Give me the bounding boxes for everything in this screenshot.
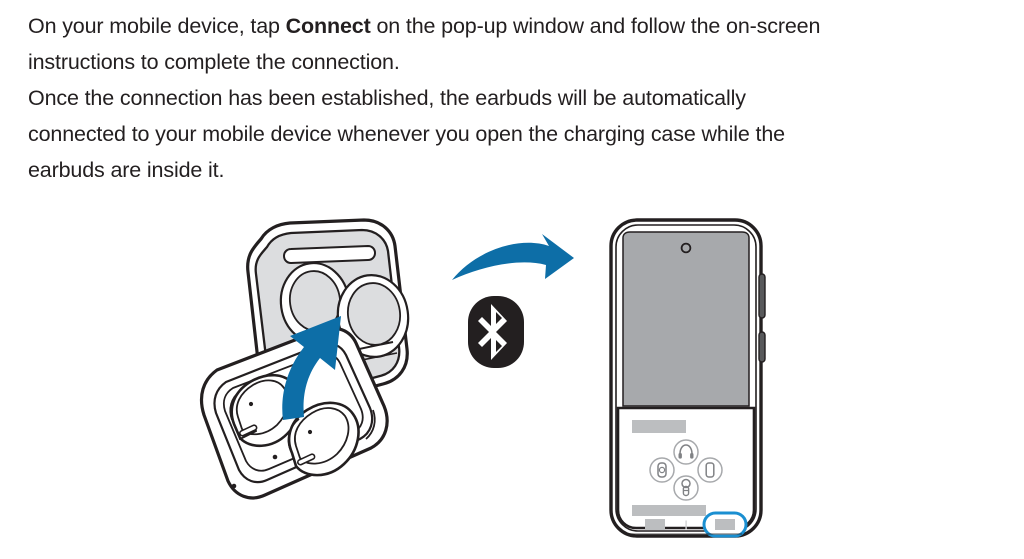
right-earbud	[287, 401, 360, 477]
device-icon-cluster	[649, 439, 723, 501]
left-earbud	[229, 373, 302, 448]
dialog-title-placeholder	[632, 420, 686, 433]
phone-screen	[622, 231, 750, 407]
illustration-caption: Open earbuds charging case, Bluetooth pa…	[0, 196, 1, 197]
mobile-phone	[609, 218, 766, 538]
pairing-arrow	[452, 234, 574, 280]
earbuds-charging-case	[199, 218, 410, 500]
connect-button[interactable]	[715, 519, 735, 530]
dialog-body-placeholder	[632, 505, 706, 516]
cancel-button[interactable]	[645, 519, 665, 530]
phone-icon[interactable]	[697, 457, 723, 483]
paragraph-2-line-3: earbuds are inside it.	[28, 158, 225, 182]
illustration-figure: Open earbuds charging case, Bluetooth pa…	[0, 196, 1024, 559]
paragraph-1-line-1: On your mobile device, tap Connect on th…	[28, 8, 996, 44]
paragraph-1-line-2: instructions to complete the connection.	[28, 50, 400, 74]
bluetooth-icon	[468, 296, 524, 368]
phone-side-buttons[interactable]	[758, 273, 766, 363]
connect-popup-dialog[interactable]	[616, 406, 756, 530]
lid-open-arrow	[282, 316, 341, 420]
earbud-icon[interactable]	[673, 475, 699, 501]
dialog-buttons-row[interactable]	[645, 511, 748, 538]
connect-emphasis: Connect	[285, 14, 371, 38]
paragraph-2-line-1: Once the connection has been established…	[28, 86, 746, 110]
paragraph-1-line-1-pre: On your mobile device, tap	[28, 14, 286, 38]
headphones-icon[interactable]	[673, 439, 699, 465]
front-camera-icon	[680, 242, 692, 254]
dialog-button-divider	[685, 520, 687, 530]
paragraph-1-line-1-post: on the pop-up window and follow the on-s…	[370, 14, 821, 38]
watch-icon[interactable]	[649, 457, 675, 483]
instruction-text-block: On your mobile device, tap Connect on th…	[28, 8, 996, 188]
paragraph-2-line-2: connected to your mobile device whenever…	[28, 122, 785, 146]
